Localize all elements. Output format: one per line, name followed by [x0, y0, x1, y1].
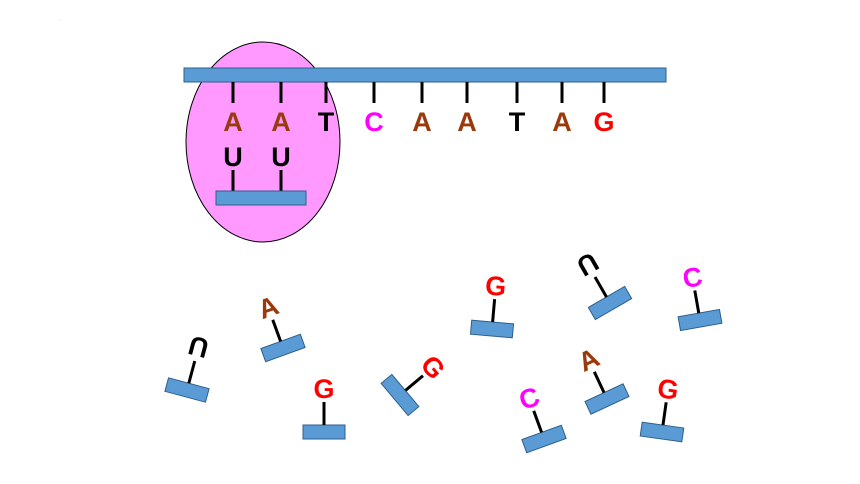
nucleotide-stem [532, 410, 544, 433]
nucleotide-letter: U [572, 246, 604, 282]
nucleotide-block [584, 383, 630, 415]
free-nucleotide-6: U [572, 246, 633, 321]
nucleotide-block [677, 308, 723, 332]
nucleotide-block [639, 421, 685, 443]
template-base-letter: G [593, 107, 614, 137]
template-base-6: A [457, 82, 477, 137]
nucleotide-letter: C [680, 261, 704, 294]
nucleotide-letter: G [655, 373, 680, 406]
template-base-5: A [412, 82, 432, 137]
template-base-letter: A [552, 107, 572, 137]
nucleotide-stem [404, 374, 424, 392]
paired-base-letter: U [223, 142, 243, 172]
nucleotide-stem [271, 319, 283, 342]
nucleotide-letter: U [185, 330, 212, 364]
template-base-letter: C [364, 107, 384, 137]
template-base-letter: A [412, 107, 432, 137]
template-base-8: A [552, 82, 572, 137]
template-base-1: A [223, 82, 243, 137]
nucleotide-letter: C [515, 381, 544, 416]
nucleotide-stem [187, 360, 197, 384]
template-base-letter: A [271, 107, 291, 137]
tiny-mark: · [60, 18, 62, 23]
nucleotide-block [380, 373, 420, 417]
free-nucleotide-10: G [639, 373, 685, 443]
nucleotide-stem [491, 298, 497, 323]
nucleotide-block [587, 285, 633, 321]
free-nucleotide-1: U [164, 330, 212, 403]
nucleotide-block [260, 333, 306, 363]
nucleotide-block [469, 319, 515, 339]
nucleotide-stem [593, 276, 608, 298]
free-nucleotide-4: G [380, 350, 451, 417]
nucleotide-letter: G [484, 270, 508, 302]
template-base-7: T [509, 82, 526, 137]
nucleotide-block [521, 424, 567, 454]
template-base-letter: A [457, 107, 477, 137]
free-nucleotide-8: C [515, 381, 567, 454]
nucleotide-block [302, 424, 346, 440]
template-base-9: G [593, 82, 615, 137]
nucleotide-letter: A [574, 342, 604, 377]
template-strand-backbone [183, 67, 667, 83]
nucleotide-stem [661, 402, 668, 426]
paired-base-2: U [271, 142, 291, 191]
template-base-4: C [364, 82, 384, 137]
nucleotide-block [164, 377, 210, 403]
nucleotide-stem [592, 371, 606, 394]
nucleotide-letter: G [313, 374, 334, 404]
nucleotide-letter: A [254, 290, 283, 325]
free-nucleotide-2: A [254, 290, 306, 363]
paired-base-1: U [223, 142, 243, 191]
new-strand-backbone [215, 190, 307, 206]
free-nucleotide-7: C [677, 261, 723, 332]
template-base-2: A [271, 82, 291, 137]
free-nucleotide-9: A [574, 342, 630, 415]
template-base-letter: A [223, 107, 243, 137]
free-nucleotide-5: G [469, 270, 515, 339]
template-base-letter: T [318, 107, 335, 137]
nucleotide-stem [693, 290, 701, 314]
free-nucleotide-3: G [302, 374, 346, 440]
template-base-3: T [318, 82, 335, 137]
template-base-letter: T [509, 107, 526, 137]
paired-base-letter: U [271, 142, 291, 172]
